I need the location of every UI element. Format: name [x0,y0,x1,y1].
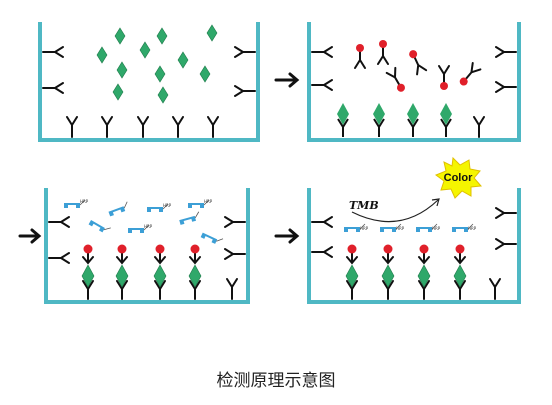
svg-text:HRP: HRP [468,226,477,231]
capture-antibodies-3 [48,216,246,300]
reaction-arrowhead [431,198,440,207]
well-4 [307,188,521,304]
arrow-2 [18,228,42,244]
well-2 [307,22,521,142]
panel-1-antigen-addition [38,22,260,142]
reaction-arrow [351,199,439,223]
well-1 [38,22,260,142]
elisa-diagram: HRP HRP HRP HRP HRP HRP HRP HRP TMB Colo… [18,22,521,304]
panel-3-hrp-conjugate [44,188,250,304]
well-3 [44,188,250,304]
sandwich-complexes-3 [81,243,202,300]
figure-caption: 检测原理示意图 [216,371,336,391]
arrow-3 [274,228,300,244]
color-label: Color [444,172,473,184]
panel-2-detection-antibody [307,22,521,142]
bound-antigens-2 [337,103,452,137]
color-burst-icon [434,156,483,199]
free-antigens [96,24,218,104]
panel-4-color-development [307,156,521,304]
enzyme-labeled-antibodies [354,39,482,95]
svg-text:HRP: HRP [80,199,89,204]
svg-text:HRP: HRP [360,226,369,231]
tmb-label: TMB [349,199,379,212]
svg-text:HRP: HRP [396,226,405,231]
svg-text:HRP: HRP [144,224,153,229]
capture-antibodies-1 [42,46,256,138]
free-hrp-conjugates [63,199,224,247]
hrp-labels: HRP HRP HRP HRP HRP HRP HRP HRP [80,199,477,231]
svg-text:HRP: HRP [432,226,441,231]
arrow-1 [274,72,300,88]
capture-antibodies-4 [311,207,517,300]
sandwich-complexes-4 [345,243,467,300]
svg-text:HRP: HRP [163,203,172,208]
svg-text:HRP: HRP [204,199,213,204]
